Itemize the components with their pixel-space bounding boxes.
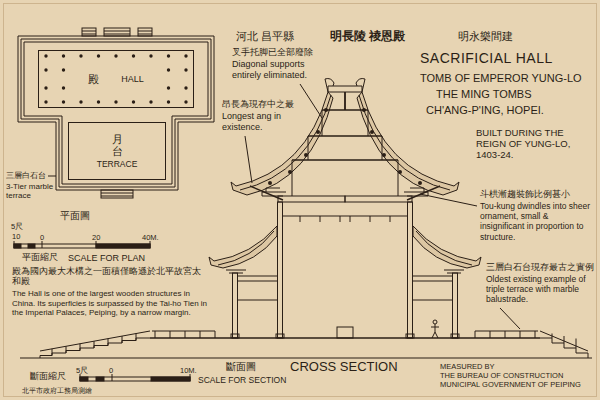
truss-posts (292, 110, 322, 196)
annotation-text: 昂長為現存中之最 (222, 99, 294, 109)
scale-caption: SCALE FOR PLAN (68, 253, 145, 264)
human-figure (433, 320, 437, 324)
tie-beam (278, 196, 345, 202)
leader-line (245, 136, 252, 183)
scale-caption: 斷面縮尺 (30, 371, 66, 381)
plan-drawing (18, 28, 214, 198)
scale-segment (80, 377, 88, 381)
chinese-title: 明永樂間建 (458, 30, 513, 43)
annotation-text: 三層白石台現存最古之實例 (486, 262, 594, 272)
scale-caption: SCALE FOR SECTION (198, 375, 286, 385)
scale-segment (28, 244, 35, 248)
lower-roof (209, 226, 277, 268)
stair (101, 190, 133, 198)
node-label: 月 台 (112, 133, 123, 157)
roof-tile-line (240, 95, 331, 190)
description-text: 殿為國內最大木構之一面積僅略遜於北平故宮太和殿 (12, 266, 202, 286)
drawing-caption: CROSS SECTION (290, 359, 398, 375)
terrace-tier (21, 39, 211, 187)
annotation-text: Longest ang in existence. (222, 111, 294, 133)
chinese-title: 河北 昌平縣 (236, 30, 294, 43)
stair (138, 28, 152, 36)
hall-outline: 殿 HALL (38, 50, 194, 108)
drawing-caption: 平面圖 (60, 210, 90, 222)
scale-segment (96, 377, 104, 381)
annotation-text: 叉手托脚已全部廢除 (232, 47, 313, 58)
subtitle-line: TOMB OF EMPEROR YUNG-LO (420, 72, 582, 85)
scale-ticks (14, 241, 150, 248)
title-text: SACRIFICIAL HALL (420, 50, 553, 67)
inner-column (278, 202, 283, 338)
scale-number: 10 (12, 232, 20, 241)
leader-line (300, 84, 322, 118)
truss-beams (292, 92, 345, 160)
ridge-ornament (325, 79, 334, 93)
roof-tile-line (218, 231, 274, 265)
altar (337, 327, 353, 338)
annotation-text: 斗栱漸趨裝飾比例甚小 (480, 189, 570, 199)
date-note: BUILT DURING THE REIGN OF YUNG-LO, 1403-… (476, 128, 594, 161)
subtitle-line: THE MING TOMBS (436, 88, 532, 101)
credit-text: MUNICIPAL GOVERNMENT OF PEIPING (440, 380, 581, 389)
annotation-text: Tou-kung dwindles into sheer ornament, s… (480, 201, 594, 242)
scale-number: 0 (40, 233, 44, 242)
terrace-outline: 月 台 TERRACE (68, 122, 166, 180)
node-label: HALL (121, 74, 144, 84)
column-dots (46, 56, 186, 102)
scale-number: 20 (92, 233, 100, 242)
ground-line (20, 357, 592, 358)
node-label: TERRACE (97, 160, 138, 170)
credit-text: THE BUREAU OF CONSTRUCTION (440, 371, 563, 380)
annotation-text: Oldest existing example of triple terrac… (486, 274, 594, 305)
subtitle-line: CH'ANG-P'ING, HOPEI. (426, 104, 544, 117)
balustrade (540, 331, 588, 351)
annotation-text: 3-Tier marble terrace (6, 182, 54, 200)
scale-ticks (80, 374, 190, 381)
annotation-text: Diagonal supports entirely eliminated. (232, 59, 328, 81)
balustrade (40, 331, 150, 356)
scale-segment (96, 244, 150, 248)
annotation-text: 三層白石台 (6, 171, 46, 181)
ceiling (283, 216, 346, 222)
floor (150, 337, 345, 338)
eave-column (233, 273, 238, 338)
stair-treads (82, 31, 152, 34)
drawing-caption: 斷面圖 (226, 361, 256, 373)
balustrade (152, 331, 215, 338)
scale-number: 40M. (142, 233, 159, 242)
chinese-title: 明長陵 祾恩殿 (330, 29, 405, 43)
terrace-tier (24, 42, 208, 184)
scale-segment (151, 377, 190, 381)
leader-line (48, 176, 56, 177)
credit-text: 北平市政府工務局測繪 (22, 387, 92, 395)
ang-lever (250, 186, 283, 200)
terrace-tier (18, 36, 214, 190)
scale-number: 5尺 (76, 366, 88, 375)
human-figure (431, 324, 439, 338)
scale-bar (80, 377, 190, 381)
scale-caption: 平面縮尺 (22, 252, 58, 263)
ridge (328, 86, 345, 92)
credit-text: MEASURED BY (440, 362, 495, 371)
description-text: The Hall is one of the largest wooden st… (12, 289, 210, 318)
leader-line (500, 308, 520, 329)
scale-segment (14, 244, 21, 248)
node-label: 殿 (88, 73, 99, 86)
stair (82, 28, 96, 36)
scale-number: 10M. (180, 366, 197, 375)
scale-number: 0 (109, 366, 113, 375)
stair-treads (101, 193, 133, 196)
tie-beam (238, 276, 278, 281)
scale-bar (14, 244, 150, 248)
stair (104, 28, 130, 36)
leader-line (420, 194, 477, 206)
lintel (238, 300, 278, 301)
sheet-frame (4, 4, 597, 397)
scale-number: 5尺 (11, 222, 23, 231)
